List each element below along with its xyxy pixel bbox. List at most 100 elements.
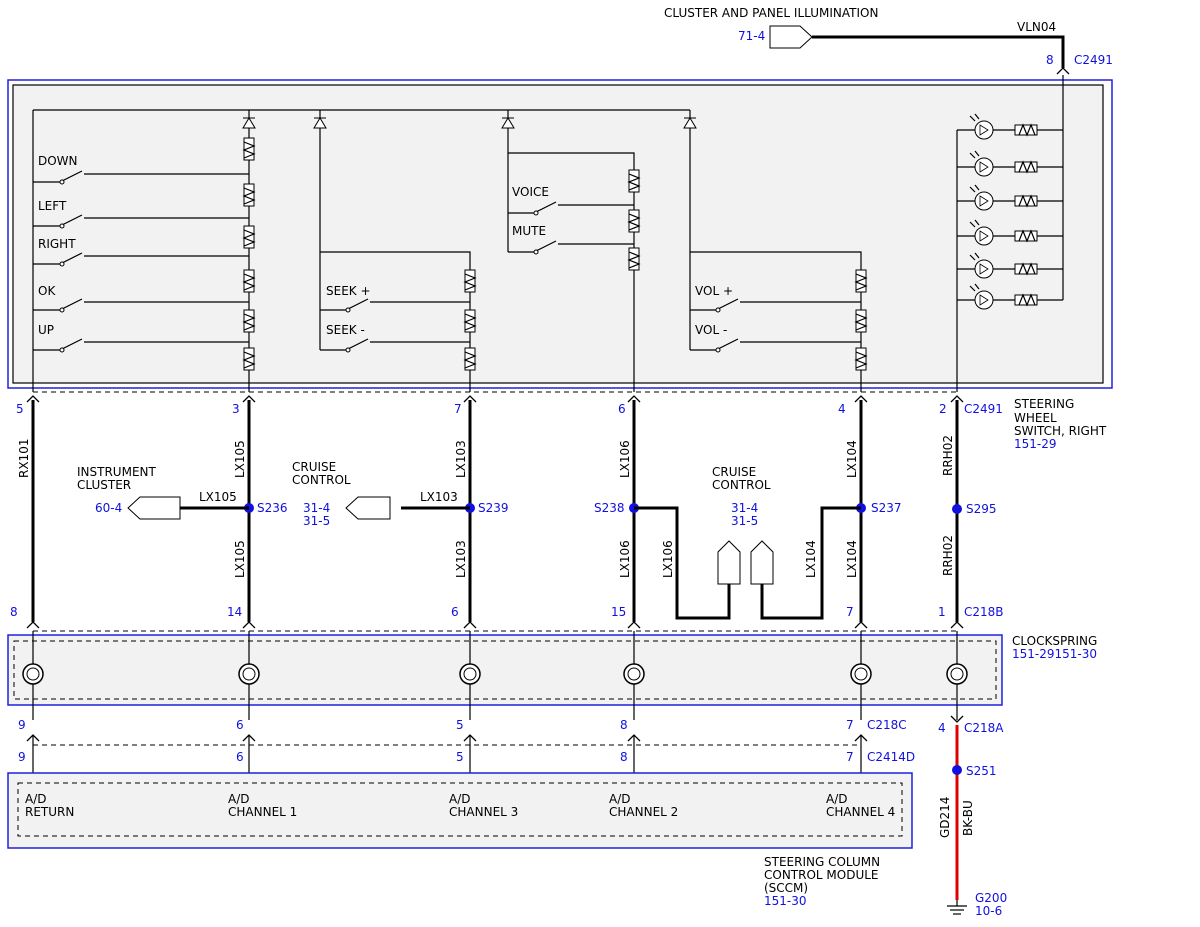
lx103-branch-label: LX103 [420, 490, 458, 504]
ground-icon [947, 900, 967, 915]
resistor-a3-icon [242, 225, 256, 249]
instrument-cluster-ref[interactable]: 60-4 [95, 501, 122, 515]
c218a-pin: 4 [938, 721, 946, 735]
c218c-pin-1: 9 [18, 718, 26, 732]
s238-label: S238 [594, 501, 625, 515]
ad-channel-4-line-2: CHANNEL 4 [826, 805, 895, 819]
clockspring-ref[interactable]: 151-29151-30 [1012, 647, 1097, 661]
sccm-name-1: STEERING COLUMN [764, 855, 880, 869]
c218b-pin-3: 6 [451, 605, 459, 619]
illumination-connector-icon [769, 25, 813, 49]
resistor-a2-icon [242, 183, 256, 207]
switch-voice-label: VOICE [512, 185, 549, 199]
lx104-label-top: LX104 [845, 440, 859, 478]
cruise-left-name-1: CRUISE [292, 460, 336, 474]
c2491-top-connector: C2491 [1074, 53, 1113, 67]
c2414d-pin-1: 9 [18, 750, 26, 764]
rx101-label: RX101 [17, 439, 31, 478]
cruise-left-ref-2[interactable]: 31-5 [303, 514, 330, 528]
resistor-c1-icon [627, 169, 641, 193]
led-1-icon [957, 113, 1063, 140]
sccm-feed-wires [32, 735, 862, 790]
cruise-right-ref-2[interactable]: 31-5 [731, 514, 758, 528]
sccm-name-2: CONTROL MODULE [764, 868, 879, 882]
switch-up-contact [59, 347, 65, 353]
cruise-left-ref-1[interactable]: 31-4 [303, 501, 330, 515]
led-6-icon [957, 283, 1063, 310]
switch-seek-minus-contact [345, 347, 351, 353]
s236-label: S236 [257, 501, 288, 515]
ad-channel-2-line-2: CHANNEL 2 [609, 805, 678, 819]
lx106-label-top: LX106 [618, 440, 632, 478]
switch-vol-minus-label: VOL - [695, 323, 727, 337]
lx106-label-bottom: LX106 [618, 540, 632, 578]
illumination-ref[interactable]: 71-4 [738, 29, 765, 43]
switch-left-contact [59, 223, 65, 229]
c2491-pin-5: 4 [838, 402, 846, 416]
s251-splice [952, 765, 962, 775]
switch-down-label: DOWN [38, 154, 78, 168]
c2414d-pin-2: 6 [236, 750, 244, 764]
resistor-b2-icon [463, 309, 477, 333]
resistor-a6-icon [242, 347, 256, 371]
lx103-label-bottom: LX103 [454, 540, 468, 578]
ad-channel-1-line-2: CHANNEL 1 [228, 805, 297, 819]
rrh02-label-top: RRH02 [941, 435, 955, 476]
steering-switch-ref[interactable]: 151-29 [1014, 437, 1057, 451]
cruise-right-name-1: CRUISE [712, 465, 756, 479]
lx105-branch-label: LX105 [199, 490, 237, 504]
cruise-left-connector-icon [345, 496, 391, 520]
c2414d-pin-5: 7 [846, 750, 854, 764]
led-5-icon [957, 252, 1063, 279]
c218c-pin-4: 8 [620, 718, 628, 732]
switch-mute-contact [533, 249, 539, 255]
c218a-chevron-icon [950, 715, 964, 723]
switch-seek-plus-label: SEEK + [326, 284, 371, 298]
resistor-b3-icon [463, 347, 477, 371]
ad-channel-3-line-2: CHANNEL 3 [449, 805, 518, 819]
g200-ref[interactable]: 10-6 [975, 904, 1002, 918]
c2491-connector-label: C2491 [964, 402, 1003, 416]
s295-label: S295 [966, 502, 997, 516]
c218a-connector-label: C218A [964, 721, 1004, 735]
s239-label: S239 [478, 501, 509, 515]
c218c-chevrons-icon [26, 734, 868, 742]
switch-voice-contact [533, 210, 539, 216]
c2491-top-pin: 8 [1046, 53, 1054, 67]
sccm-inner [17, 782, 903, 837]
switch-ok-contact [59, 307, 65, 313]
resistor-a1-icon [242, 137, 256, 161]
cruise-right-ref-1[interactable]: 31-4 [731, 501, 758, 515]
switch-right-label: RIGHT [38, 237, 76, 251]
lx106-branch-wire [634, 506, 731, 620]
c218b-chevrons-icon [26, 621, 964, 629]
c2491-chevrons-icon [26, 395, 964, 403]
c218c-connector-label: C218C [867, 718, 907, 732]
sccm-ref[interactable]: 151-30 [764, 894, 807, 908]
lx104-branch-wire [760, 506, 861, 620]
diode-a-icon [242, 117, 256, 129]
switch-vol-minus-contact [715, 347, 721, 353]
steering-switch-name-3: SWITCH, RIGHT [1014, 424, 1107, 438]
led-3-icon [957, 184, 1063, 211]
clockspring-coils-icon [22, 663, 968, 685]
switch-vol-plus-contact [715, 307, 721, 313]
led-2-icon [957, 150, 1063, 177]
switch-seek-plus-contact [345, 307, 351, 313]
lx104-label-bottom: LX104 [845, 540, 859, 578]
cruise-right-connector-b-icon [750, 540, 774, 585]
c2491-pin-1: 5 [16, 402, 24, 416]
diode-d-icon [683, 117, 697, 129]
c218b-pin-2: 14 [227, 605, 242, 619]
c218b-pin-6: 1 [938, 605, 946, 619]
clockspring-inner [13, 640, 997, 700]
c2414d-connector-label: C2414D [867, 750, 915, 764]
resistor-d2-icon [854, 309, 868, 333]
rrh02-label-bottom: RRH02 [941, 535, 955, 576]
s237-label: S237 [871, 501, 902, 515]
lx105-label-bottom: LX105 [233, 540, 247, 578]
switch-left-label: LEFT [38, 199, 67, 213]
diode-b-icon [313, 117, 327, 129]
ad-channel-1-line-1: A/D [228, 792, 250, 806]
